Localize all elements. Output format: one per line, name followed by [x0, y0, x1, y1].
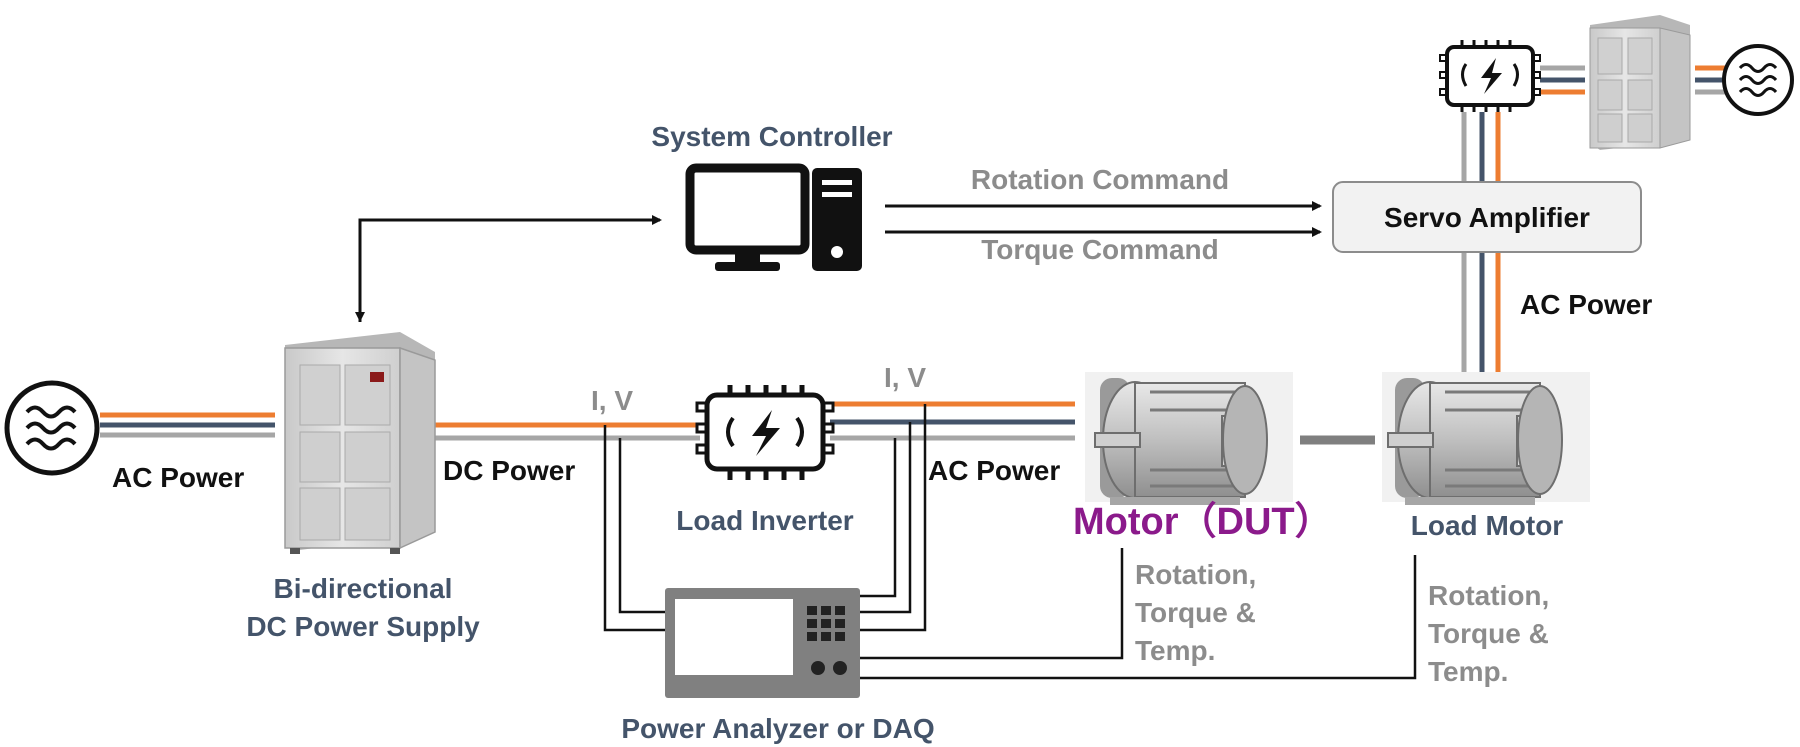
small-cabinet-icon [1589, 15, 1691, 150]
supply-label-line1: Bi-directional [274, 573, 453, 604]
torque-command-label: Torque Command [981, 234, 1218, 265]
motor-dut-label: Motor（DUT） [1073, 501, 1333, 543]
ac-input-left-lines [100, 412, 275, 438]
ac-power-mid-lines [830, 401, 1075, 441]
rotation-command-label: Rotation Command [971, 164, 1229, 195]
computer-icon [685, 163, 862, 271]
dut-feedback-line1: Rotation, [1135, 559, 1256, 590]
power-analyzer-icon [665, 588, 860, 698]
dc-power-label: DC Power [443, 455, 575, 486]
load-feedback-line2: Torque & [1428, 618, 1549, 649]
dut-feedback-line2: Torque & [1135, 597, 1256, 628]
ac-source-left-icon [4, 380, 100, 476]
controller-link [355, 215, 662, 322]
ac-input-right-lines [1540, 65, 1725, 95]
ac-power-servo-lines [1461, 112, 1501, 372]
load-motor-label: Load Motor [1411, 510, 1564, 541]
dc-power-lines [435, 422, 700, 441]
load-motor-icon [1382, 372, 1590, 505]
supply-label-line2: DC Power Supply [246, 611, 480, 642]
load-inverter-label: Load Inverter [676, 505, 853, 536]
power-supply-cabinet-icon [284, 332, 436, 554]
dut-feedback-line3: Temp. [1135, 635, 1215, 666]
iv-left-label: I, V [591, 385, 633, 416]
ac-power-mid-label: AC Power [928, 455, 1060, 486]
command-arrows [885, 201, 1322, 237]
load-feedback-line3: Temp. [1428, 656, 1508, 687]
motor-dut-icon [1085, 372, 1293, 505]
system-controller-label: System Controller [651, 121, 892, 152]
ac-source-right-icon [1722, 44, 1794, 116]
servo-amplifier-box [1332, 181, 1642, 253]
measurement-wires [603, 404, 1417, 680]
inverter-chip-icon [695, 385, 835, 480]
servo-amplifier-label: Servo Amplifier [1384, 202, 1590, 233]
ac-power-servo-label: AC Power [1520, 289, 1652, 320]
power-analyzer-label: Power Analyzer or DAQ [621, 713, 934, 744]
small-inverter-chip-icon [1439, 40, 1541, 112]
labels: System Controller Rotation Command Torqu… [112, 121, 1652, 744]
load-feedback-line1: Rotation, [1428, 580, 1549, 611]
iv-right-label: I, V [884, 362, 926, 393]
ac-power-left-label: AC Power [112, 462, 244, 493]
